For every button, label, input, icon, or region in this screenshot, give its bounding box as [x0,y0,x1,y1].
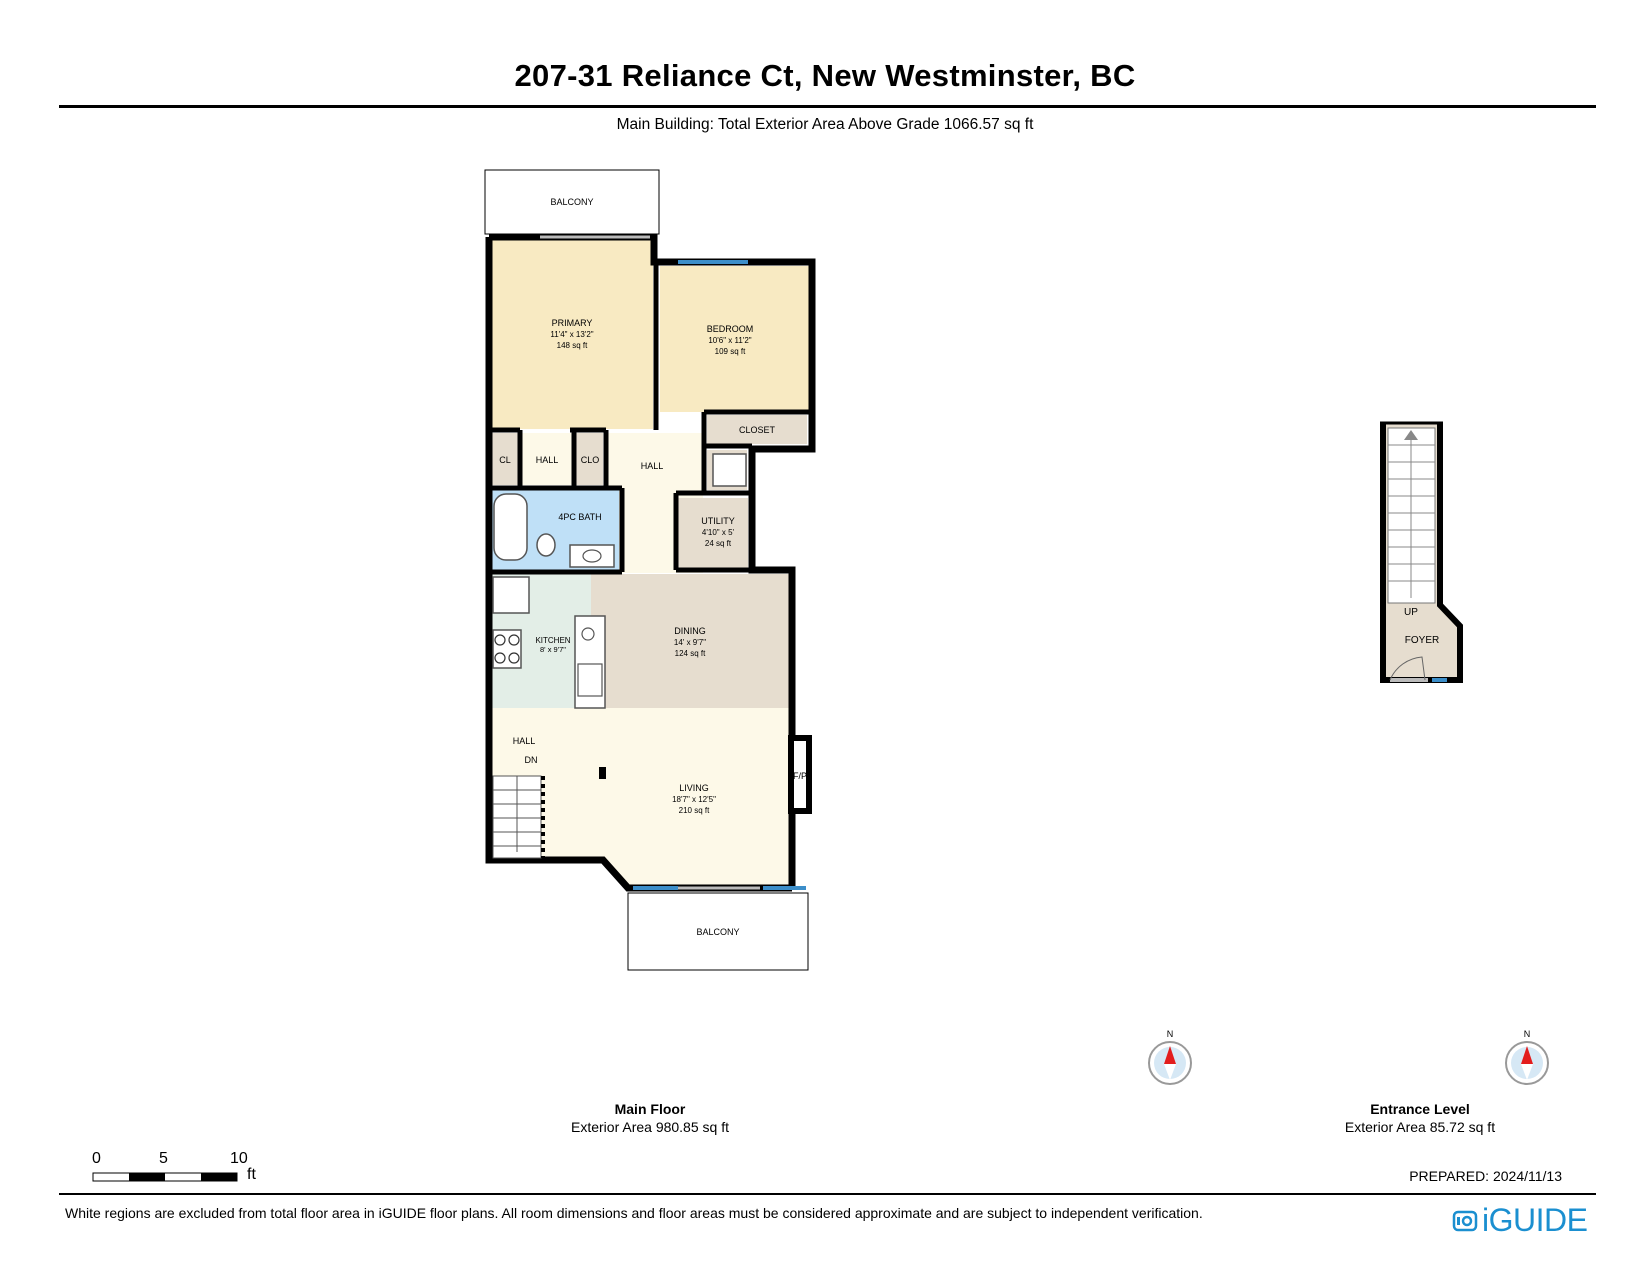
cl-room [491,433,518,485]
disclaimer: White regions are excluded from total fl… [65,1205,1203,1221]
closet-label: CLOSET [739,425,776,435]
bedroom-dims: 10'6" x 11'2" [708,336,751,345]
bedroom [660,266,810,412]
toilet-icon [536,533,556,557]
primary-dims: 11'4" x 13'2" [550,330,593,339]
iguide-logo: iGUIDE [1452,1202,1588,1239]
main-floor-area: Exterior Area 980.85 sq ft [571,1119,729,1135]
compass-entrance: N [1505,1029,1549,1085]
compass-needle-north-icon-2 [1521,1046,1533,1064]
balcony-top [484,169,660,235]
bedroom-label: BEDROOM [707,324,754,334]
stairs-down [492,775,542,859]
windows [633,260,806,890]
iguide-brand-text: iGUIDE [1482,1202,1588,1238]
entrance-level-area: Exterior Area 85.72 sq ft [1344,1119,1496,1135]
cooktop-icon [581,627,595,641]
scale-label-0: 0 [92,1150,101,1167]
column-post [599,767,606,779]
main-floor-caption: Main Floor Exterior Area 980.85 sq ft [530,1100,770,1136]
bedroom-area: 109 sq ft [715,347,746,356]
clo-room [576,433,603,485]
compass-n-label: N [1167,1029,1174,1039]
compass-n-label-2: N [1524,1029,1531,1039]
hall-small-room [522,433,572,485]
stove-icon [492,629,522,669]
bathtub-icon [493,493,528,561]
living-area: 210 sq ft [679,806,710,815]
bath-label: 4PC BATH [558,512,601,522]
scale-unit: ft [247,1166,256,1183]
living-label: LIVING [679,783,709,793]
dn-label: DN [525,755,538,765]
utility-dims: 4'10" x 5' [702,528,735,537]
sliding-doors [540,235,760,890]
scale-label-5: 5 [159,1150,168,1167]
utility-room [678,498,748,568]
cl-label: CL [499,455,511,465]
utility-label: UTILITY [701,516,735,526]
dining-label: DINING [674,626,706,636]
burners-icon [494,634,520,664]
entrance-stairs [1388,432,1435,598]
utility-area: 24 sq ft [705,539,732,548]
sink-basin-icon [582,549,602,563]
primary-area: 148 sq ft [557,341,588,350]
balcony-bottom [627,892,809,971]
main-floor-name: Main Floor [614,1101,686,1117]
kitchen-dims: 8' x 9'7" [540,645,566,654]
page-title: 207-31 Reliance Ct, New Westminster, BC [514,58,1136,93]
fireplace [788,735,812,814]
living-room [491,708,790,887]
entrance-level-name: Entrance Level [1370,1101,1470,1117]
compass-main: N [1148,1029,1192,1085]
room-labels: PRIMARY 11'4" x 13'2" 148 sq ft BEDROOM … [499,318,775,815]
prepared-date: PREPARED: 2024/11/13 [1409,1168,1562,1184]
interior-walls [486,262,812,711]
hall-left-label: HALL [513,736,536,746]
hall-center-label: HALL [641,461,664,471]
living-dims: 18'7" x 12'5" [672,795,716,804]
compass-needle-north-icon [1164,1046,1176,1064]
footer-divider [59,1193,1596,1195]
fridge-icon [492,576,530,614]
total-area-subtitle: Main Building: Total Exterior Area Above… [616,116,1034,133]
entrance-level-plan: UP FOYER [1380,421,1463,683]
up-label: UP [1404,607,1418,618]
fireplace-label: F/P [793,771,807,781]
iguide-camera-icon [1452,1210,1478,1231]
double-sink-icon [577,663,603,697]
foyer-label: FOYER [1405,635,1439,646]
primary-bedroom [491,239,653,429]
balcony-top-label: BALCONY [550,197,593,207]
primary-label: PRIMARY [552,318,593,328]
hall-small-label: HALL [536,455,559,465]
scale-label-10: 10 [230,1150,248,1167]
header-divider [59,105,1596,108]
balcony-bottom-label: BALCONY [696,927,739,937]
clo-label: CLO [581,455,600,465]
entrance-level-caption: Entrance Level Exterior Area 85.72 sq ft [1300,1100,1540,1136]
kitchen-label: KITCHEN [535,636,570,645]
up-arrow-icon [1404,430,1418,440]
dining-area: 124 sq ft [675,649,706,658]
dining-dims: 14' x 9'7" [674,638,706,647]
scale-bar [92,1172,238,1182]
dining-room [591,574,790,708]
closet-room [707,415,807,444]
washer-dryer-icon [712,453,747,487]
